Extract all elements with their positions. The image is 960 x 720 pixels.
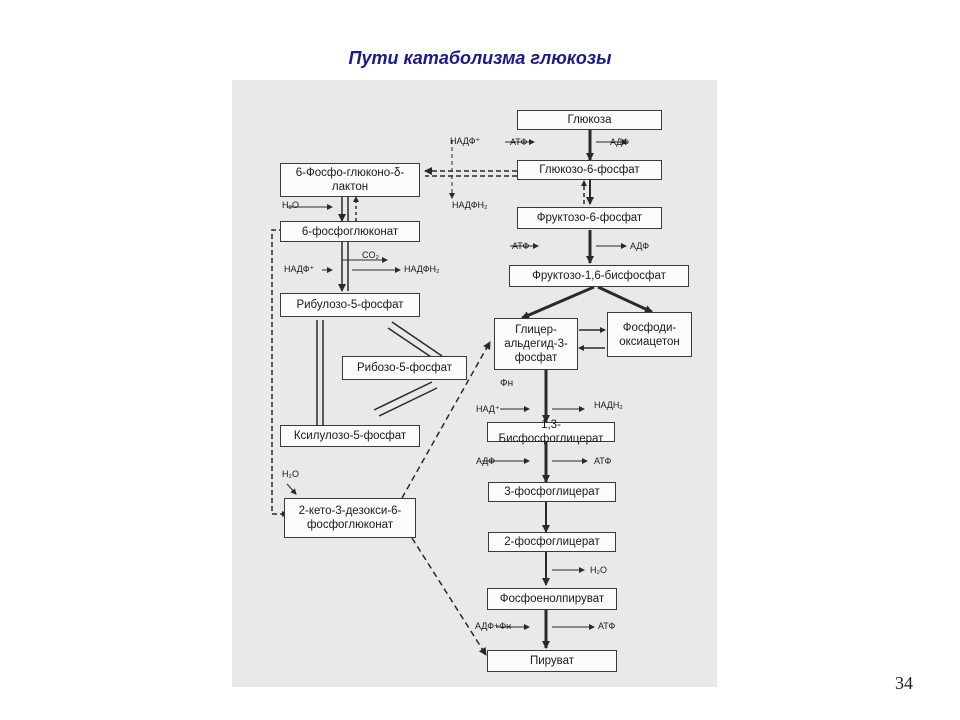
label-nadp-1: НАДФ⁺: [450, 136, 481, 146]
label-atp-2: АТФ: [512, 241, 530, 251]
label-adp-1: АДФ: [610, 137, 630, 147]
label-nadph-1: НАДФН₂: [452, 200, 488, 210]
box-fructose-6-phosphate: Фруктозо-6-фосфат: [517, 207, 662, 229]
box-2-phosphoglycerate: 2-фосфоглицерат: [488, 532, 616, 552]
label-nadh: НАДН₂: [594, 400, 623, 410]
box-glyceraldehyde-3-phosphate: Глицер-альдегид-3-фосфат: [494, 318, 578, 370]
box-xylulose-5-phosphate: Ксилулозо-5-фосфат: [280, 425, 420, 447]
label-atp-1: АТФ: [510, 137, 528, 147]
label-adp-2: АДФ: [630, 241, 650, 251]
box-1-3-bisphosphoglycerate: 1,3-Бисфосфоглицерат: [487, 419, 615, 445]
box-pyruvate: Пируват: [487, 650, 617, 672]
label-co2: CO₂: [362, 250, 379, 260]
label-nad: НАД⁺: [476, 404, 500, 414]
box-2-keto-3-deoxy-6-phosphogluconate: 2-кето-3-дезокси-6-фосфоглюконат: [284, 498, 416, 538]
page-number: 34: [895, 673, 913, 693]
box-phosphoenolpyruvate: Фосфоенолпируват: [487, 588, 617, 610]
pathway-diagram: Глюкоза Глюкозо-6-фосфат Фруктозо-6-фосф…: [232, 80, 717, 687]
box-6-phosphogluconolactone: 6-Фосфо-глюконо-δ-лактон: [280, 163, 420, 197]
box-fructose-1-6-bisphosphate: Фруктозо-1,6-бисфосфат: [509, 265, 689, 287]
box-6-phosphogluconate: 6-фосфоглюконат: [280, 221, 420, 242]
label-adp-pi: АДФ+Фн: [475, 621, 512, 631]
box-glucose-6-phosphate: Глюкозо-6-фосфат: [517, 160, 662, 180]
label-pi-1: Фн: [500, 378, 514, 389]
slide-title: Пути катаболизма глюкозы: [348, 48, 612, 68]
label-adp-3: АДФ: [476, 456, 496, 466]
label-atp-4: АТФ: [598, 621, 616, 631]
label-h2o-2: H₂O: [590, 565, 607, 575]
box-ribulose-5-phosphate: Рибулозо-5-фосфат: [280, 293, 420, 317]
box-ribose-5-phosphate: Рибозо-5-фосфат: [342, 356, 467, 380]
box-glucose: Глюкоза: [517, 110, 662, 130]
label-nadp-2: НАДФ⁺: [284, 264, 315, 274]
box-3-phosphoglycerate: 3-фосфоглицерат: [488, 482, 616, 502]
box-dihydroxyacetone-phosphate: Фосфоди-оксиацетон: [607, 312, 692, 357]
label-h2o-3: H₂O: [282, 469, 299, 479]
label-h2o-1: H₂O: [282, 200, 299, 210]
label-atp-3: АТФ: [594, 456, 612, 466]
label-nadph-2: НАДФН₂: [404, 264, 440, 274]
